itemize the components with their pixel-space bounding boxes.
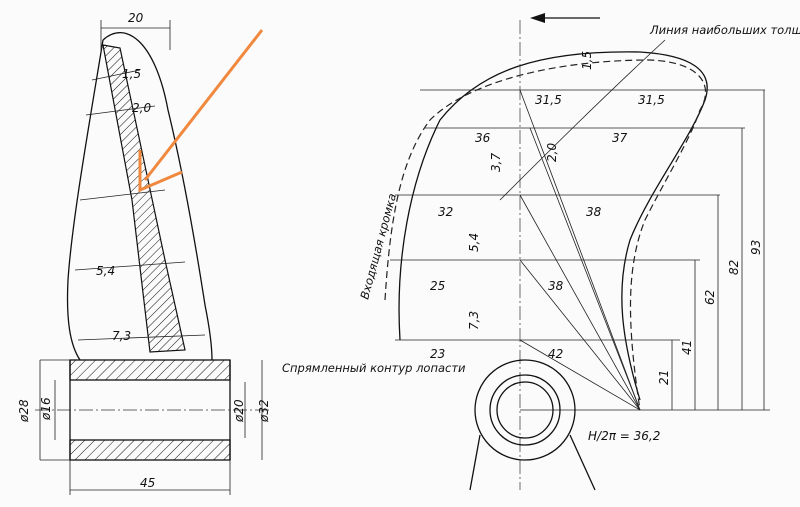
thickness-4: 7,3 xyxy=(112,329,131,343)
contour-note: Спрямленный контур лопасти xyxy=(282,361,466,375)
width-right-1: 31,5 xyxy=(638,93,665,107)
mark-2: 3,7 xyxy=(489,153,503,172)
blade-plan-view xyxy=(384,13,770,491)
thickness-1: 1,5 xyxy=(122,67,141,81)
thickness-2: 2,0 xyxy=(132,101,151,115)
mark-1: 1,5 xyxy=(580,51,594,70)
width-right-4: 38 xyxy=(548,279,564,293)
hub-bottom-dim: 45 xyxy=(140,476,155,490)
radius-93: 93 xyxy=(749,240,763,255)
radius-21: 21 xyxy=(657,370,671,385)
width-left-3: 32 xyxy=(438,205,453,219)
leading-edge-note: Входящая кромка xyxy=(357,192,399,301)
radius-41: 41 xyxy=(680,340,694,355)
width-right-2: 37 xyxy=(612,131,628,145)
hub-top-dim: 20 xyxy=(128,11,144,25)
radius-62: 62 xyxy=(703,290,717,305)
pitch-formula: H/2π = 36,2 xyxy=(588,429,660,443)
dim-d32: ø32 xyxy=(257,399,271,423)
width-left-2: 36 xyxy=(475,131,491,145)
labels: 20 45 ø28 ø16 ø20 ø32 1,5 2,0 5,4 7,3 Ли… xyxy=(17,11,800,490)
width-right-3: 38 xyxy=(586,205,602,219)
mark-3: 2,0 xyxy=(545,143,559,162)
hub-section xyxy=(35,359,270,495)
mark-4: 5,4 xyxy=(467,233,481,252)
highlight-arrow xyxy=(138,29,264,193)
width-left-4: 25 xyxy=(430,279,445,293)
dim-d20: ø20 xyxy=(232,399,246,423)
width-left-1: 31,5 xyxy=(535,93,562,107)
mark-5: 7,3 xyxy=(467,311,481,330)
radius-82: 82 xyxy=(727,260,741,275)
max-thickness-note: Линия наибольших толщин xyxy=(649,23,800,37)
dim-d16: ø16 xyxy=(39,397,53,421)
dim-d28: ø28 xyxy=(17,399,31,423)
width-left-5: 23 xyxy=(430,347,445,361)
blade-side-view xyxy=(66,20,213,361)
width-right-5: 42 xyxy=(548,347,563,361)
thickness-3: 5,4 xyxy=(96,264,115,278)
